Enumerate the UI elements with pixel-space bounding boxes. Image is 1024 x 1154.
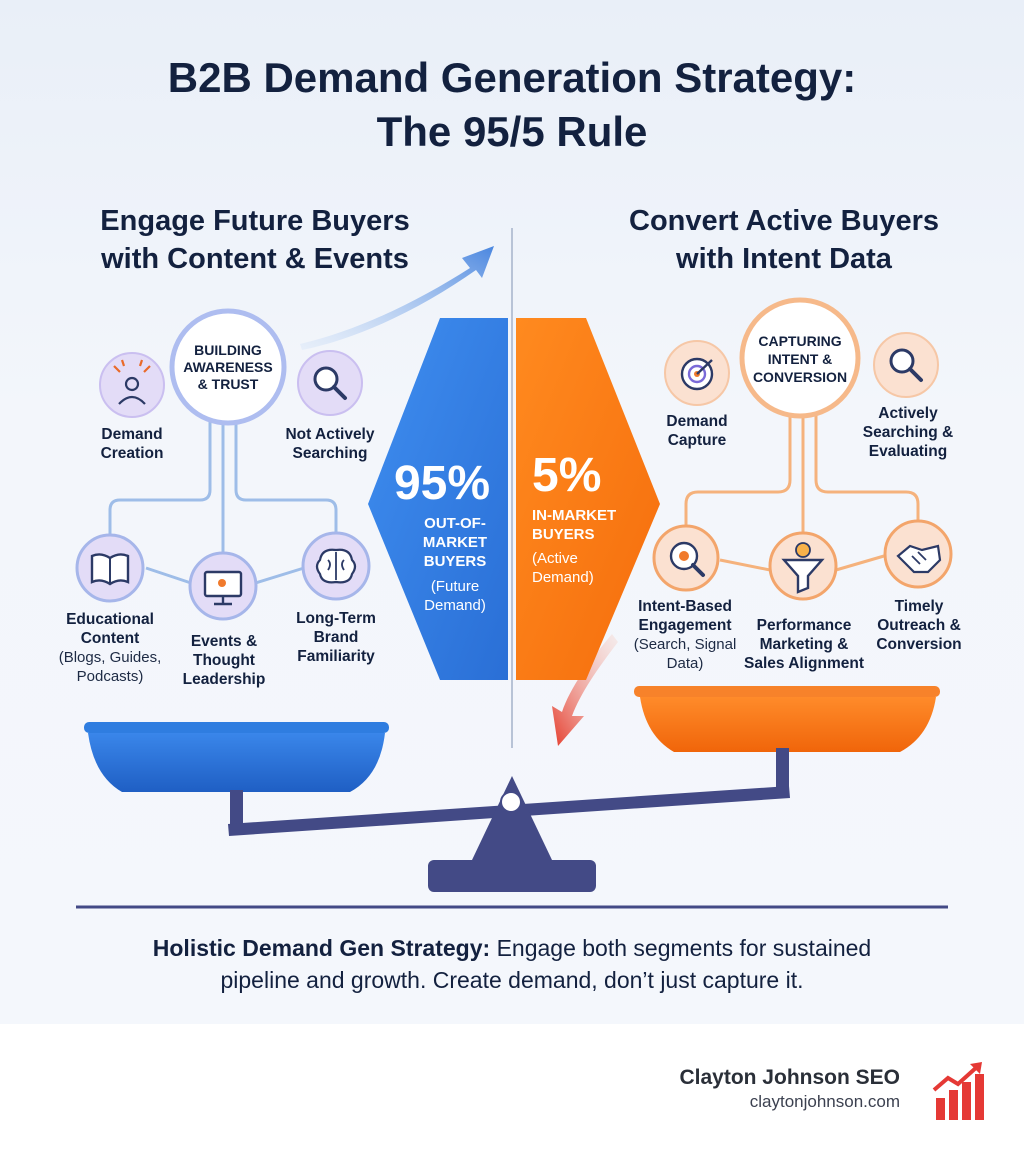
demand-capture-label-1: Demand xyxy=(666,413,728,430)
right-pan xyxy=(640,697,936,752)
right-hub-line-1: CAPTURING xyxy=(758,333,842,349)
out-of-market-detail-2: Demand) xyxy=(424,597,486,614)
brand-familiarity-label-1: Long-Term xyxy=(296,610,376,627)
left-pan xyxy=(88,733,385,792)
performance-label-3: Sales Alignment xyxy=(743,655,864,672)
book-icon xyxy=(75,533,145,603)
right-heading-line-1: Convert Active Buyers xyxy=(629,205,939,237)
demand-creation-label-2: Creation xyxy=(100,445,164,462)
infographic-panel: B2B Demand Generation Strategy: The 95/5… xyxy=(0,0,1024,1024)
brand-chart-logo-icon xyxy=(932,1062,984,1120)
scale-pivot xyxy=(500,791,522,813)
target-icon-capture xyxy=(664,340,730,406)
left-hub-line-3: & TRUST xyxy=(197,376,259,392)
events-label-2: Thought xyxy=(193,652,255,669)
strategy-statement-text-1: Engage both segments for sustained xyxy=(490,935,872,961)
out-of-market-detail-1: (Future xyxy=(430,578,480,595)
right-connectors xyxy=(684,414,920,572)
strategy-statement-bold: Holistic Demand Gen Strategy: xyxy=(152,935,491,961)
in-market-label-2: BUYERS xyxy=(532,526,595,543)
upward-arrow xyxy=(300,246,494,350)
scale-base xyxy=(428,860,596,892)
demand-capture-label-2: Capture xyxy=(667,432,727,449)
educational-label-2: Content xyxy=(80,630,140,647)
outreach-label-2: Outreach & xyxy=(877,617,961,634)
out-of-market-label-2: MARKET xyxy=(422,534,488,551)
brain-icon xyxy=(301,531,371,601)
intent-detail-1: (Search, Signal xyxy=(633,636,737,653)
intent-label-2: Engagement xyxy=(638,617,732,634)
in-market-detail-1: (Active xyxy=(532,550,578,567)
searching-label-1: Actively xyxy=(878,405,938,422)
brand-familiarity-label-3: Familiarity xyxy=(297,648,375,665)
in-market-label-1: IN-MARKET xyxy=(532,507,617,524)
right-hub-line-3: CONVERSION xyxy=(752,369,848,385)
handshake-icon xyxy=(883,519,953,589)
in-market-detail-2: Demand) xyxy=(532,569,594,586)
educational-label-1: Educational xyxy=(66,611,154,628)
educational-detail-1: (Blogs, Guides, xyxy=(58,649,162,666)
intent-detail-2: Data) xyxy=(666,655,704,672)
performance-label-1: Performance xyxy=(756,617,852,634)
hub-circle-left xyxy=(169,308,287,426)
outreach-label-1: Timely xyxy=(894,598,944,615)
not-searching-label-1: Not Actively xyxy=(285,426,375,443)
demand-creation-label-1: Demand xyxy=(101,426,163,443)
left-connectors xyxy=(108,422,338,586)
strategy-statement-line-1: Holistic Demand Gen Strategy: Engage bot… xyxy=(0,932,1024,965)
left-heading-line-1: Engage Future Buyers xyxy=(100,205,410,237)
outreach-label-3: Conversion xyxy=(876,636,962,653)
left-hub-line-1: BUILDING xyxy=(194,342,262,358)
in-market-shape xyxy=(516,318,660,680)
out-of-market-percent: 95% xyxy=(393,457,491,510)
magnifier-icon-left xyxy=(297,350,363,416)
left-heading-line-2: with Content & Events xyxy=(101,243,409,275)
in-market-percent: 5% xyxy=(532,449,602,502)
diagram-artwork xyxy=(75,228,953,909)
scale-stand xyxy=(472,776,552,860)
searching-label-3: Evaluating xyxy=(868,443,948,460)
brand-familiarity-label-2: Brand xyxy=(313,629,359,646)
right-heading-line-2: with Intent Data xyxy=(676,243,892,275)
right-hub-line-2: INTENT & xyxy=(767,351,833,367)
out-of-market-shape xyxy=(368,318,508,680)
events-label-3: Leadership xyxy=(182,671,266,688)
target-search-icon xyxy=(652,524,720,592)
out-of-market-label-3: BUYERS xyxy=(423,553,487,570)
page-title-line-1: B2B Demand Generation Strategy: xyxy=(167,54,857,101)
left-hub-line-2: AWARENESS xyxy=(183,359,273,375)
strategy-statement-line-2: pipeline and growth. Create demand, don’… xyxy=(220,967,804,993)
events-label-1: Events & xyxy=(190,633,258,650)
left-pan-rim xyxy=(84,722,389,733)
presentation-screen-icon xyxy=(188,551,258,621)
educational-detail-2: Podcasts) xyxy=(76,668,144,685)
magnifier-icon-right xyxy=(873,332,939,398)
left-beam-post xyxy=(230,790,243,832)
out-of-market-label-1: OUT-OF- xyxy=(424,515,486,532)
searching-label-2: Searching & xyxy=(862,424,954,441)
not-searching-label-2: Searching xyxy=(292,445,368,462)
funnel-icon xyxy=(768,531,838,601)
brand-url: claytonjohnson.com xyxy=(749,1092,900,1111)
right-beam-post xyxy=(776,748,789,792)
performance-label-2: Marketing & xyxy=(759,636,849,653)
brand-name: Clayton Johnson SEO xyxy=(679,1066,900,1089)
hub-circle-right xyxy=(739,297,861,419)
intent-label-1: Intent-Based xyxy=(638,598,732,615)
people-icon xyxy=(99,352,165,418)
downward-arrow xyxy=(552,634,618,746)
page-title-line-2: The 95/5 Rule xyxy=(376,108,648,155)
right-pan-rim xyxy=(634,686,940,697)
